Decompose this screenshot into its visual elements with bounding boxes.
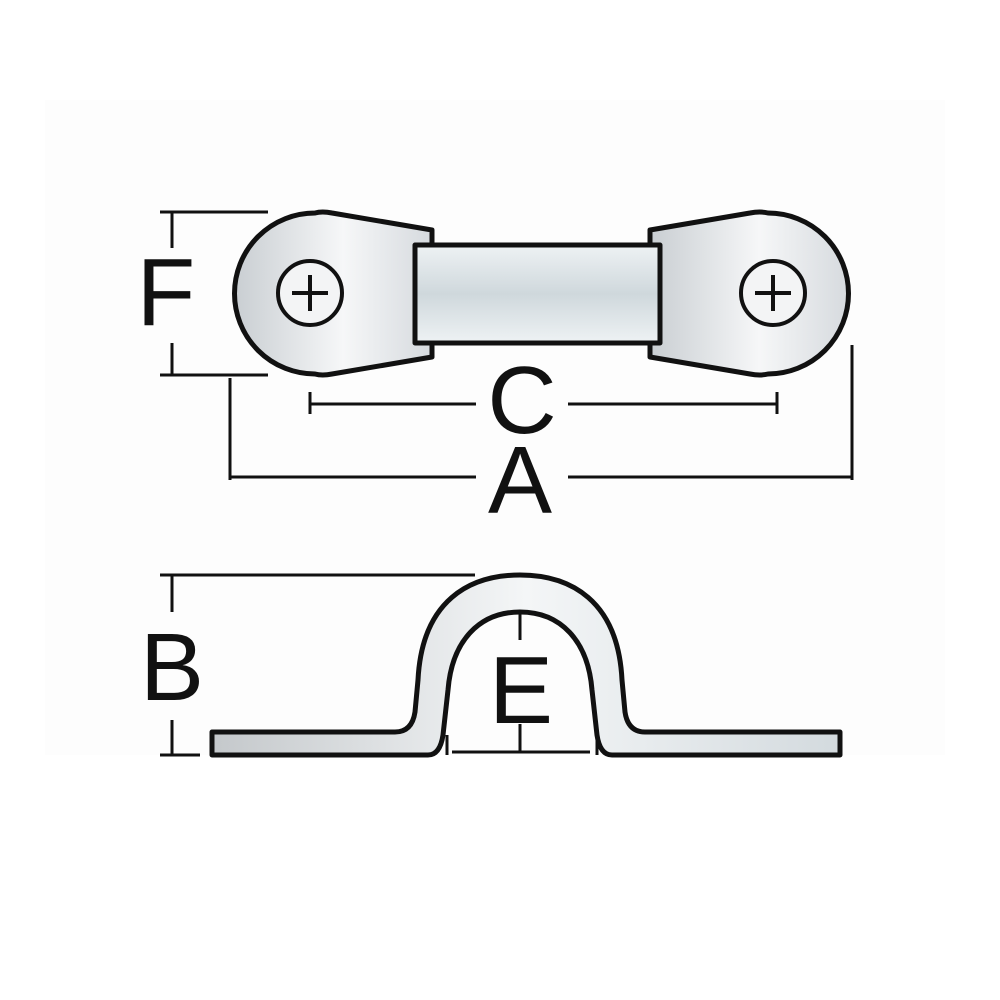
dimension-e: E [445,614,599,755]
left-screw-icon [276,259,344,327]
dimension-c: C [308,347,779,454]
label-f: F [137,239,196,346]
side-view: B E [140,572,843,758]
label-e: E [489,637,553,744]
background-panel [45,100,945,755]
label-a: A [488,427,552,534]
dimension-a: A [228,345,854,534]
strap-profile [209,572,843,758]
dimension-b: B [140,573,475,757]
label-c: C [487,347,556,454]
top-view: F C A [137,209,854,534]
label-b: B [140,614,204,721]
dimension-f: F [137,210,268,377]
right-screw-icon [739,259,807,327]
center-band [412,242,663,346]
